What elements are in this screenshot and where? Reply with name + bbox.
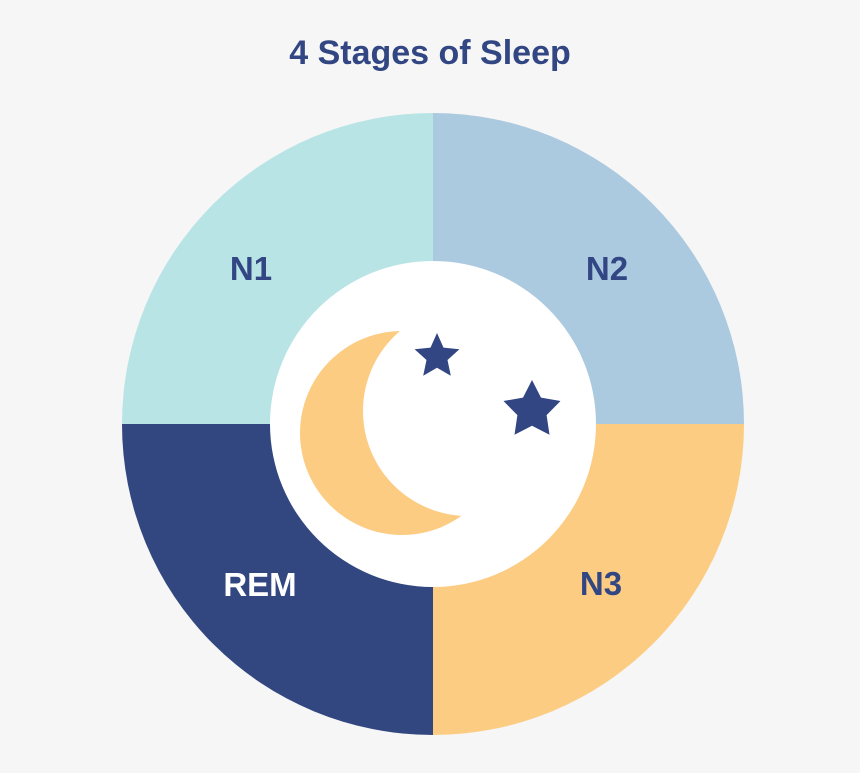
stage-label-n1: N1 xyxy=(230,250,272,287)
diagram-title: 4 Stages of Sleep xyxy=(289,34,571,72)
stage-label-rem: REM xyxy=(223,566,296,603)
star-icon xyxy=(503,380,561,435)
star-icon xyxy=(414,333,460,376)
stage-label-n2: N2 xyxy=(586,250,628,287)
stage-label-n3: N3 xyxy=(580,565,622,602)
moon-icon xyxy=(300,331,504,535)
moon-and-stars-icon xyxy=(300,331,561,535)
